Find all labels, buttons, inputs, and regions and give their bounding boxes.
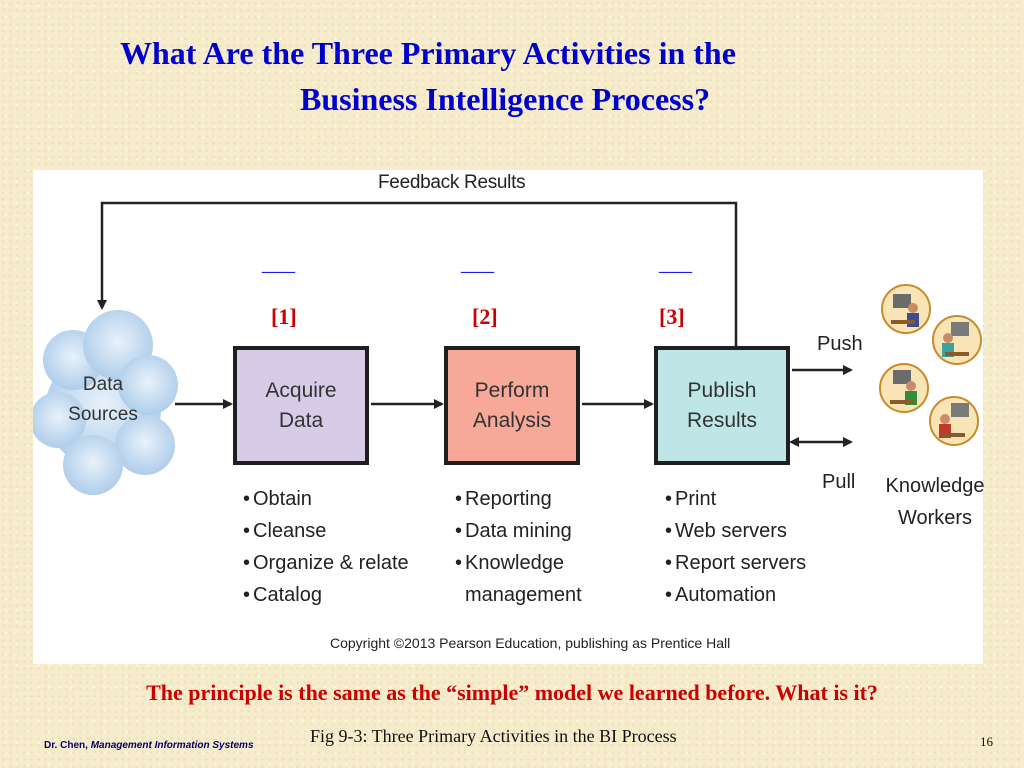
acquire-data-box: Acquire Data bbox=[233, 346, 369, 465]
data-sources-line-1: Data bbox=[82, 374, 124, 395]
bi-process-diagram: Feedback Results ___ ___ ___ [1] [2] [3]… bbox=[33, 170, 985, 664]
footer-author: Dr. Chen, Management Information Systems bbox=[44, 740, 254, 751]
list-item: •Catalog bbox=[243, 584, 322, 606]
bracket-2: [2] bbox=[472, 304, 498, 329]
feedback-results-label: Feedback Results bbox=[378, 172, 526, 193]
pull-label: Pull bbox=[822, 471, 856, 493]
list-item: •Obtain bbox=[243, 488, 312, 510]
acquire-data-line-2: Data bbox=[278, 408, 324, 432]
analysis-bullet-list: •Reporting •Data mining •Knowledge manag… bbox=[455, 483, 582, 611]
list-item: •Organize & relate bbox=[243, 552, 409, 574]
blank-2: ___ bbox=[461, 250, 494, 275]
publish-bullet-list: •Print •Web servers •Report servers •Aut… bbox=[665, 483, 806, 611]
figure-caption: Fig 9-3: Three Primary Activities in the… bbox=[310, 726, 677, 746]
push-label: Push bbox=[817, 333, 863, 355]
perform-analysis-line-2: Analysis bbox=[472, 408, 552, 432]
list-item: •Web servers bbox=[665, 520, 787, 542]
slide-title-line-2: Business Intelligence Process? bbox=[300, 81, 711, 117]
diagram-graphics bbox=[33, 201, 982, 495]
blank-1: ___ bbox=[262, 250, 295, 275]
data-sources-label: Data Sources bbox=[53, 370, 153, 430]
perform-analysis-line-1: Perform bbox=[474, 378, 550, 402]
footer-author-name: Dr. Chen, bbox=[44, 740, 88, 751]
list-item: •Report servers bbox=[665, 552, 807, 574]
knowledge-workers-label: Knowledge Workers bbox=[885, 470, 985, 534]
knowledge-workers-line-2: Workers bbox=[897, 507, 973, 529]
bracket-1: [1] bbox=[271, 304, 297, 329]
principle-question: The principle is the same as the “simple… bbox=[146, 680, 878, 705]
worker-icon-2 bbox=[932, 315, 982, 365]
data-sources-cloud-icon bbox=[33, 310, 178, 495]
publish-results-box: Publish Results bbox=[654, 346, 790, 465]
blank-3: ___ bbox=[659, 250, 692, 275]
data-sources-line-2: Sources bbox=[68, 404, 138, 425]
bracket-3: [3] bbox=[659, 304, 685, 329]
worker-icon-1 bbox=[881, 284, 931, 334]
worker-icon-3 bbox=[879, 363, 929, 413]
list-item: •Reporting bbox=[455, 488, 552, 510]
slide-title: What Are the Three Primary Activities in… bbox=[0, 30, 1024, 122]
slide-title-line-1: What Are the Three Primary Activities in… bbox=[120, 35, 736, 71]
list-item: •Cleanse bbox=[243, 520, 327, 542]
publish-results-line-2: Results bbox=[686, 408, 758, 432]
feedback-loop-line bbox=[97, 201, 738, 346]
footer-course-name: Management Information Systems bbox=[90, 740, 254, 751]
knowledge-workers-line-1: Knowledge bbox=[885, 475, 985, 497]
list-item: management bbox=[465, 584, 582, 606]
list-item: •Knowledge bbox=[455, 552, 564, 574]
list-item: •Print bbox=[665, 488, 717, 510]
list-item: •Data mining bbox=[455, 520, 572, 542]
acquire-bullet-list: •Obtain •Cleanse •Organize & relate •Cat… bbox=[243, 483, 409, 611]
publish-results-line-1: Publish bbox=[687, 378, 757, 402]
perform-analysis-box: Perform Analysis bbox=[444, 346, 580, 465]
copyright-notice: Copyright ©2013 Pearson Education, publi… bbox=[330, 635, 731, 651]
acquire-data-line-1: Acquire bbox=[265, 378, 337, 402]
worker-icon-4 bbox=[929, 396, 979, 446]
page-number: 16 bbox=[980, 734, 993, 749]
list-item: •Automation bbox=[665, 584, 777, 606]
